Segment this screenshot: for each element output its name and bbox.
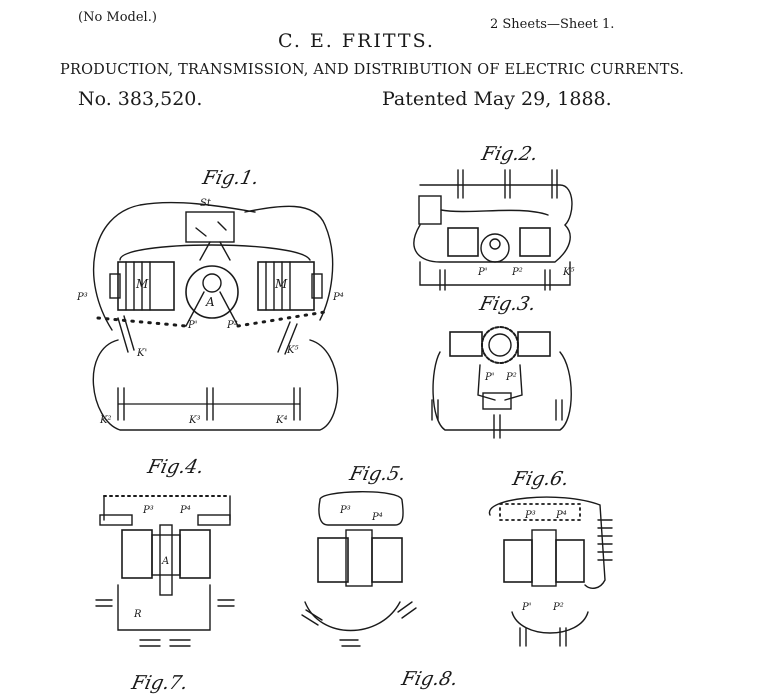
fig-6-label: Fig.6. bbox=[510, 468, 571, 490]
figure-2-drawing bbox=[413, 169, 573, 291]
label-p1: P' bbox=[188, 320, 198, 331]
label-k2: K² bbox=[100, 415, 112, 426]
figure-4-drawing bbox=[95, 495, 235, 647]
label-fig4-p4: P⁴ bbox=[180, 505, 191, 516]
label-fig6-p1: P' bbox=[522, 602, 532, 613]
label-fig5-p3: P³ bbox=[340, 505, 351, 516]
figure-6-drawing bbox=[489, 496, 613, 647]
patent-title: PRODUCTION, TRANSMISSION, AND DISTRIBUTI… bbox=[60, 62, 685, 78]
figure-1-drawing bbox=[92, 201, 339, 431]
label-magnet-right: M bbox=[275, 277, 288, 291]
figure-5-drawing bbox=[301, 491, 417, 647]
label-fig6-p3: P³ bbox=[525, 510, 536, 521]
label-fig3-p2: P² bbox=[506, 372, 517, 383]
fig-7-label: Fig.7. bbox=[129, 672, 190, 694]
label-fig6-p2: P² bbox=[553, 602, 564, 613]
label-p2: P² bbox=[227, 320, 238, 331]
label-armature: A bbox=[206, 295, 215, 309]
fig-4-label: Fig.4. bbox=[145, 456, 206, 478]
inventor-name: C. E. FRITTS. bbox=[278, 30, 435, 52]
label-k4: K⁴ bbox=[276, 415, 288, 426]
patent-date: Patented May 29, 1888. bbox=[382, 88, 612, 110]
label-p4: P⁴ bbox=[333, 292, 344, 303]
figure-3-drawing bbox=[431, 326, 572, 439]
label-fig3-p1: P' bbox=[485, 372, 495, 383]
label-fig4-a: A bbox=[162, 556, 170, 567]
label-fig2-k5: K⁵ bbox=[563, 267, 575, 278]
label-fig2-p2: P² bbox=[512, 267, 523, 278]
label-fig6-p4: P⁴ bbox=[556, 510, 567, 521]
patent-number: No. 383,520. bbox=[78, 88, 203, 110]
no-model-note: (No Model.) bbox=[78, 10, 157, 25]
label-fig2-p1: P' bbox=[478, 267, 488, 278]
fig-2-label: Fig.2. bbox=[479, 143, 540, 165]
label-k1: K' bbox=[137, 348, 148, 359]
sheet-number: 2 Sheets—Sheet 1. bbox=[490, 17, 615, 32]
label-k5: K⁵ bbox=[287, 345, 299, 356]
label-magnet-left: M bbox=[136, 277, 149, 291]
label-fig4-r: R bbox=[134, 609, 142, 620]
label-k3: K³ bbox=[189, 415, 201, 426]
fig-5-label: Fig.5. bbox=[347, 463, 408, 485]
label-p3: P³ bbox=[77, 292, 88, 303]
fig-1-label: Fig.1. bbox=[200, 167, 261, 189]
fig-3-label: Fig.3. bbox=[477, 293, 538, 315]
fig-8-label: Fig.8. bbox=[399, 668, 460, 690]
label-fig4-p3: P³ bbox=[143, 505, 154, 516]
label-st: St bbox=[200, 198, 211, 209]
label-fig5-p4: P⁴ bbox=[372, 512, 383, 523]
